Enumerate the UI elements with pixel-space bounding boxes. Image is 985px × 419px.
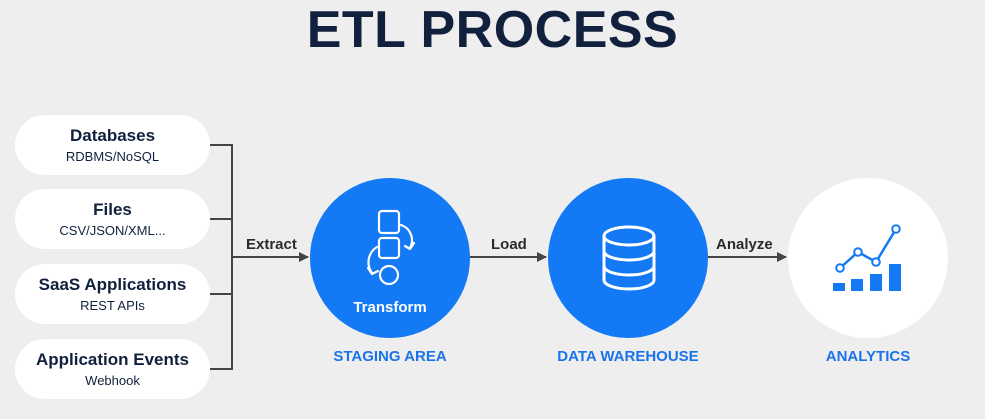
source-bracket	[210, 144, 233, 370]
source-application-events: Application Events Webhook	[15, 339, 210, 399]
database-icon	[602, 225, 656, 291]
data-warehouse-circle	[548, 178, 708, 338]
source-name: Databases	[69, 125, 156, 145]
transform-icon	[366, 209, 416, 286]
analytics-label: ANALYTICS	[825, 348, 911, 365]
source-subtitle: CSV/JSON/XML...	[59, 222, 166, 238]
source-name: Application Events	[35, 349, 190, 369]
source-subtitle: REST APIs	[80, 297, 145, 313]
source-files: Files CSV/JSON/XML...	[15, 189, 210, 249]
analyze-label: Analyze	[716, 236, 773, 253]
source-databases: Databases RDBMS/NoSQL	[15, 115, 210, 175]
data-warehouse-label: DATA WAREHOUSE	[557, 348, 699, 365]
load-label: Load	[491, 236, 527, 253]
source-subtitle: RDBMS/NoSQL	[65, 148, 160, 164]
source-saas-applications: SaaS Applications REST APIs	[15, 264, 210, 324]
source-name: SaaS Applications	[38, 274, 187, 294]
transform-label: Transform	[353, 299, 427, 316]
source-subtitle: Webhook	[85, 372, 140, 388]
chart-icon	[833, 224, 901, 291]
staging-area-label: STAGING AREA	[333, 348, 447, 365]
source-name: Files	[93, 199, 132, 219]
extract-label: Extract	[246, 236, 297, 253]
page-title: ETL PROCESS	[306, 1, 679, 59]
